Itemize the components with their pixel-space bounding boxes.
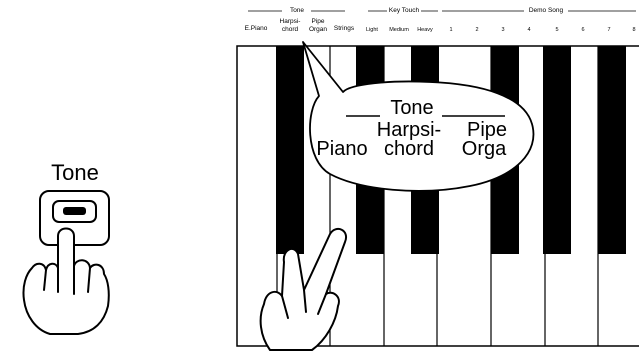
- key-touch-heavy[interactable]: Heavy: [417, 27, 433, 33]
- tone-option-pipe-organ-line2[interactable]: Organ: [309, 26, 327, 33]
- demo-song-7[interactable]: 7: [607, 27, 610, 33]
- demo-song-4[interactable]: 4: [527, 27, 530, 33]
- tone-button-panel: Tone: [40, 160, 109, 245]
- demo-song-6[interactable]: 6: [581, 27, 584, 33]
- callout-harpsichord-line2: chord: [384, 138, 434, 160]
- key-touch-title: Key Touch: [389, 7, 420, 14]
- tone-option-epiano[interactable]: E.Piano: [245, 25, 268, 32]
- tone-button-label: Tone: [51, 160, 99, 185]
- key-touch-group: Key Touch Light Medium Heavy: [366, 7, 438, 33]
- tone-option-strings[interactable]: Strings: [334, 25, 355, 32]
- demo-song-1[interactable]: 1: [449, 27, 452, 33]
- tone-option-pipe-organ-line1[interactable]: Pipe: [311, 18, 324, 25]
- tone-button-indicator: [63, 207, 86, 215]
- tone-group-title: Tone: [290, 7, 304, 14]
- key-touch-medium[interactable]: Medium: [389, 27, 409, 33]
- demo-song-8[interactable]: 8: [632, 27, 635, 33]
- callout-piano: Piano: [316, 138, 367, 160]
- key-touch-light[interactable]: Light: [366, 27, 378, 33]
- demo-song-5[interactable]: 5: [555, 27, 558, 33]
- control-panel: Tone E.Piano Harpsi- chord Pipe Organ St…: [245, 7, 636, 33]
- demo-song-3[interactable]: 3: [501, 27, 504, 33]
- tone-option-harpsichord-line1[interactable]: Harpsi-: [280, 18, 301, 25]
- black-key[interactable]: [276, 46, 304, 254]
- demo-song-group: Demo Song 1 2 3 4 5 6 7 8: [442, 7, 636, 33]
- black-key[interactable]: [543, 46, 571, 254]
- tone-option-harpsichord-line2[interactable]: chord: [282, 26, 299, 33]
- callout-pipe-organ-line2: Orga: [462, 138, 507, 160]
- tone-group: Tone E.Piano Harpsi- chord Pipe Organ St…: [245, 7, 355, 33]
- callout-title: Tone: [390, 97, 433, 119]
- black-key[interactable]: [598, 46, 626, 254]
- demo-song-title: Demo Song: [529, 7, 564, 14]
- demo-song-2[interactable]: 2: [475, 27, 478, 33]
